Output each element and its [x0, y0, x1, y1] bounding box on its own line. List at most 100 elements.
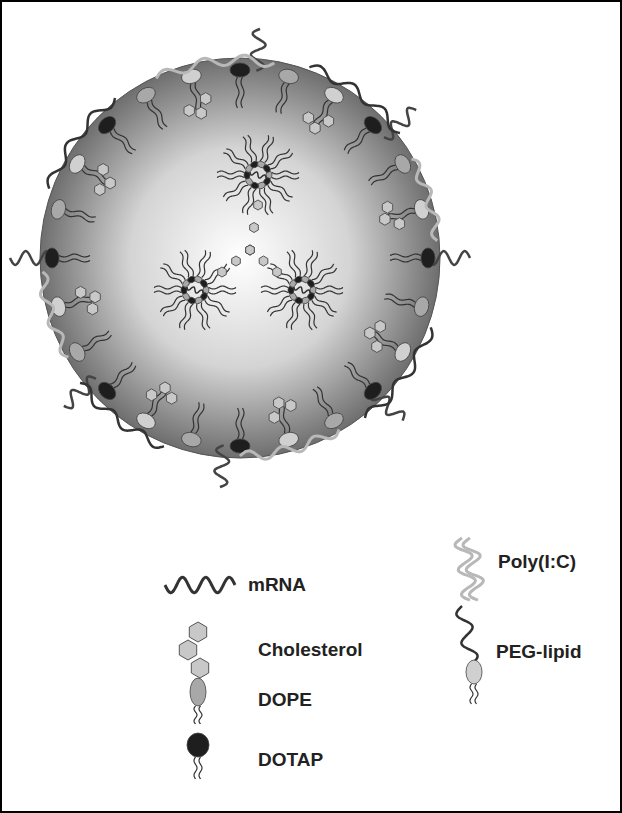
lipid-tail: [268, 185, 290, 201]
cholesterol-ring: [201, 93, 211, 105]
lipid-tail: [199, 757, 202, 779]
lipid-tail: [236, 408, 239, 439]
lipid-head: [322, 84, 346, 106]
lipid-tail: [241, 77, 244, 108]
mrna-strand: [187, 287, 203, 293]
lipid-head: [412, 295, 431, 318]
lipid-tail: [371, 170, 398, 186]
lipid-tail: [110, 132, 132, 154]
cholesterol-ring: [323, 115, 333, 127]
lipid-tail: [163, 264, 185, 280]
legend-label: PEG-lipid: [496, 642, 582, 663]
lipid-tail: [147, 102, 163, 129]
lipid-tail: [185, 250, 194, 276]
mrna-strand: [250, 172, 266, 178]
lipid-tail: [59, 254, 90, 257]
lipid-head: [199, 279, 209, 289]
cholesterol-ring: [382, 201, 392, 213]
lipid-tail: [154, 286, 181, 289]
cholesterol-ring: [269, 411, 279, 423]
lipid-tail: [315, 268, 337, 284]
lipid-tail: [217, 176, 244, 179]
lipid-tail: [196, 404, 204, 434]
lipid-tail: [152, 100, 168, 127]
lipid-head: [95, 113, 119, 137]
cholesterol-ring: [196, 107, 206, 119]
lipid-head: [322, 410, 346, 432]
lipid-head: [134, 84, 158, 106]
lipid-tail: [270, 264, 292, 280]
cholesterol-ring: [375, 320, 385, 332]
lipid-head: [262, 164, 272, 174]
legend-label: DOTAP: [258, 750, 323, 771]
cholesterol-ring: [365, 327, 375, 339]
lipid-tail: [390, 259, 421, 262]
lipid-tail: [194, 706, 197, 724]
lipid-head: [66, 340, 88, 364]
lipid-tail: [208, 268, 230, 284]
cholesterol-ring: [250, 223, 259, 233]
lipid-tail: [272, 176, 299, 179]
lipid-tail: [344, 128, 366, 150]
mrna-strand: [365, 327, 432, 418]
cholesterol-ring: [191, 658, 208, 678]
cholesterol-ring: [146, 389, 156, 401]
cholesterol-ring: [372, 341, 382, 353]
cholesterol-ring: [254, 200, 263, 210]
lipid-head: [361, 379, 385, 403]
particle-core: [40, 58, 440, 458]
cholesterol-ring: [303, 112, 313, 124]
lipid-tail: [265, 137, 274, 163]
cholesterol-ring: [95, 184, 105, 196]
cholesterol-ring: [286, 400, 296, 412]
lipid-tail: [202, 252, 211, 278]
lipid-tail: [199, 706, 202, 724]
lipid-tail: [114, 366, 136, 388]
cholesterol-ring: [160, 382, 170, 394]
lipid-tail: [475, 684, 478, 704]
lipid-head: [466, 660, 482, 684]
lipid-tail: [248, 135, 257, 161]
lipid-tail: [276, 83, 284, 113]
polyic-strand: [411, 159, 439, 241]
lipid-tail: [316, 291, 343, 294]
cholesterol-ring: [310, 122, 320, 134]
lipid-tail: [209, 286, 236, 289]
lipid-head: [361, 113, 385, 137]
cholesterol-ring: [87, 303, 97, 315]
cholesterol-ring: [75, 286, 85, 298]
polyic-strand: [156, 55, 274, 78]
cholesterol-ring: [98, 164, 108, 176]
cholesterol-ring: [246, 245, 255, 255]
lipid-head: [187, 733, 209, 757]
lipid-tail: [287, 303, 296, 329]
lipid-tail: [82, 331, 109, 347]
lipid-tail: [209, 291, 236, 294]
lipid-head: [230, 63, 250, 77]
polyic-sample: [463, 538, 483, 600]
lipid-head: [277, 67, 300, 86]
legend-label: DOPE: [258, 690, 312, 711]
cholesterol-ring: [380, 213, 390, 225]
lipid-head: [49, 198, 68, 221]
mrna-strand: [48, 98, 115, 189]
lipid-tail: [390, 254, 421, 257]
polyic-strand: [240, 429, 339, 459]
lipid-tail: [226, 149, 248, 165]
lipid-tail: [271, 153, 293, 169]
mrna-strand: [294, 287, 310, 293]
lipid-head: [95, 379, 119, 403]
lipid-tail: [160, 296, 182, 312]
lipid-tail: [217, 171, 244, 174]
cholesterol-ring: [273, 267, 282, 277]
cholesterol-ring: [246, 245, 255, 255]
lipid-tail: [59, 259, 90, 262]
cholesterol-ring: [105, 177, 115, 189]
cholesterol-ring: [274, 397, 284, 409]
lipid-tail: [84, 335, 111, 351]
lipid-head: [180, 430, 203, 449]
peg-sample: [456, 606, 477, 664]
lipid-head: [45, 248, 59, 268]
cholesterol-ring: [189, 622, 206, 642]
